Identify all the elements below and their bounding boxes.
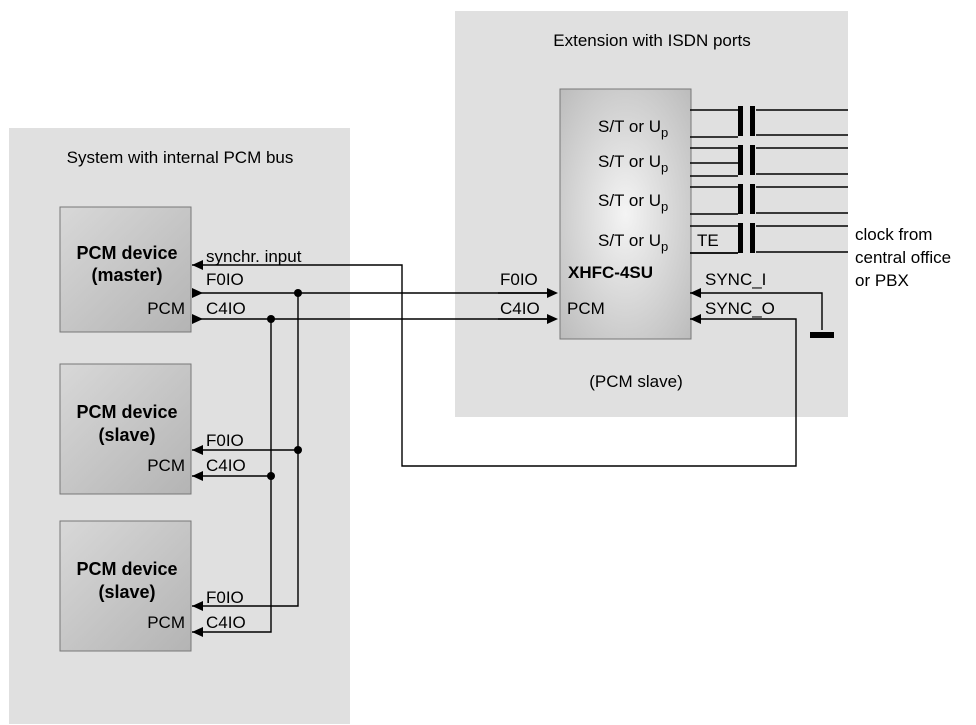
slave2-f0io-pin-label: F0IO (206, 588, 244, 607)
master-title-line2: (master) (91, 265, 162, 285)
slave1-c4io-pin-label: C4IO (206, 456, 246, 475)
master-f0io-pin-label: F0IO (206, 270, 244, 289)
master-sync-pin-label: synchr. input (206, 247, 302, 266)
clock-note-line1: clock from (855, 225, 932, 244)
slave2-title-line1: PCM device (76, 559, 177, 579)
slave1-f0io-pin-label: F0IO (206, 431, 244, 450)
ground-symbol (810, 332, 834, 338)
system-region-label: System with internal PCM bus (67, 148, 294, 167)
xhfc-4su-chip: XHFC-4SU PCM S/T or Up S/T or Up S/T or … (559, 88, 692, 340)
chip-port-2-label: S/T or Up (598, 152, 668, 175)
slave2-title-line2: (slave) (98, 582, 155, 602)
extension-region-label: Extension with ISDN ports (553, 31, 750, 50)
arrowheads (192, 260, 701, 637)
master-title-line1: PCM device (76, 243, 177, 263)
slave1-title-line1: PCM device (76, 402, 177, 422)
pcm-device-master: PCM device (master) PCM (59, 206, 192, 333)
chip-sync-i-pin-label: SYNC_I (705, 270, 766, 289)
master-pcm-label: PCM (147, 299, 185, 318)
slave2-pcm-label: PCM (147, 613, 185, 632)
pcm-device-slave-1: PCM device (slave) PCM (59, 363, 192, 495)
chip-f0io-pin-label: F0IO (500, 270, 538, 289)
slave1-pcm-label: PCM (147, 456, 185, 475)
chip-c4io-pin-label: C4IO (500, 299, 540, 318)
chip-port-3-label: S/T or Up (598, 191, 668, 214)
master-c4io-pin-label: C4IO (206, 299, 246, 318)
clock-note-line2: central office (855, 248, 951, 267)
chip-pcm-label: PCM (567, 299, 605, 318)
chip-port-1-label: S/T or Up (598, 117, 668, 140)
pcm-device-slave-2: PCM device (slave) PCM (59, 520, 192, 652)
isdn-transformers (738, 106, 755, 253)
te-label: TE (697, 231, 719, 250)
junction-dots (267, 289, 302, 480)
chip-sync-o-pin-label: SYNC_O (705, 299, 775, 318)
chip-name: XHFC-4SU (568, 263, 653, 282)
chip-role-label: (PCM slave) (589, 372, 683, 391)
slave2-c4io-pin-label: C4IO (206, 613, 246, 632)
slave1-title-line2: (slave) (98, 425, 155, 445)
pcm-wires (192, 252, 823, 633)
chip-port-4-label: S/T or Up (598, 231, 668, 254)
clock-note-line3: or PBX (855, 271, 909, 290)
